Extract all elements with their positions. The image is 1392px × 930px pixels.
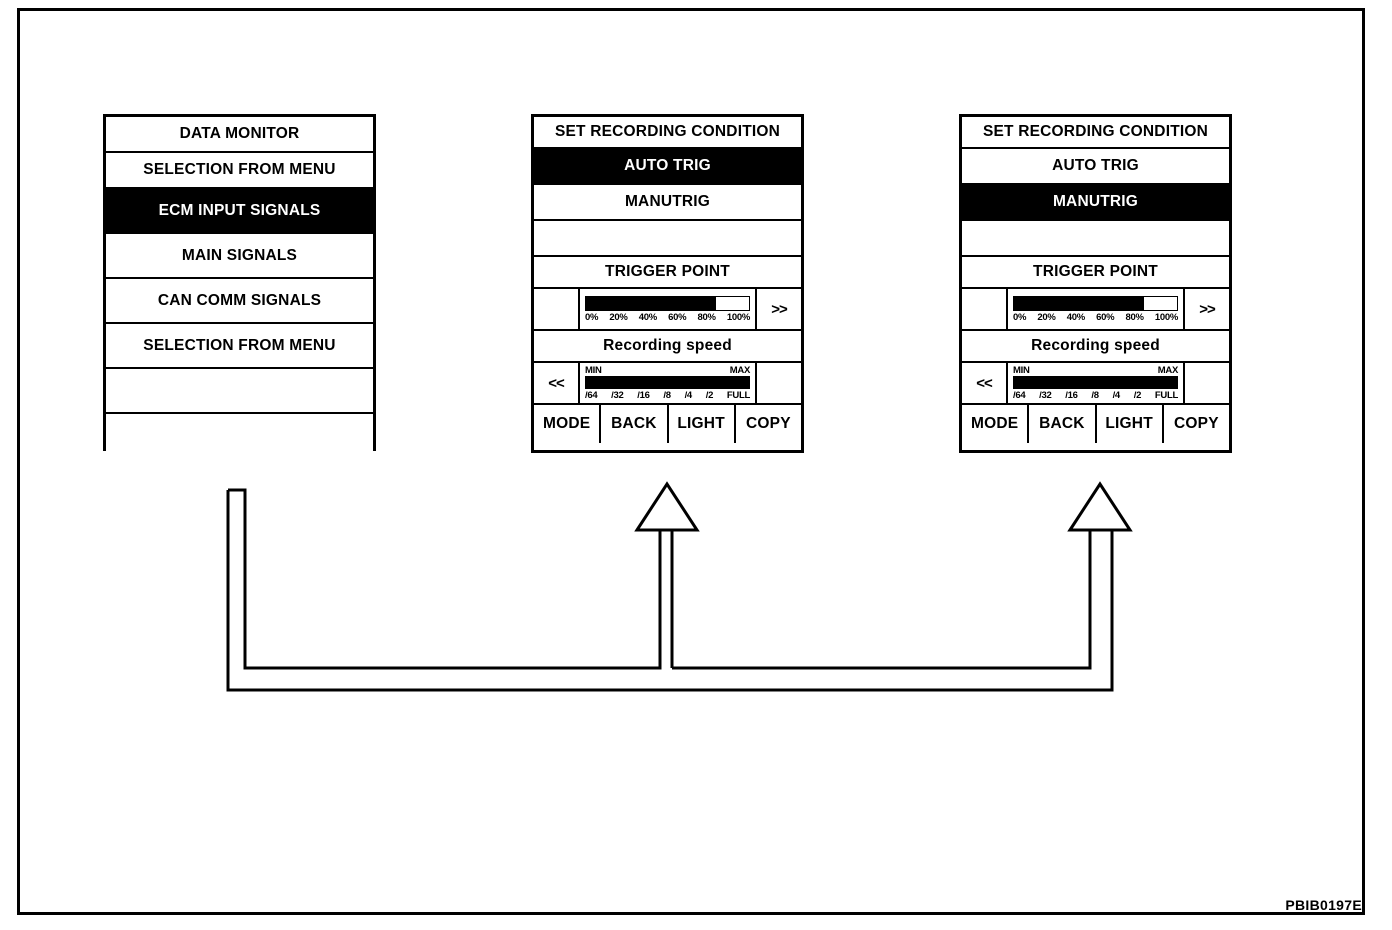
manual-panel-speed-min-label: MIN bbox=[1013, 364, 1030, 376]
scale-tick-4: 80% bbox=[1125, 311, 1144, 323]
auto-panel-speed-min-label: MIN bbox=[585, 364, 602, 376]
scale-tick-3: /8 bbox=[663, 390, 671, 401]
scale-tick-2: /16 bbox=[637, 390, 650, 401]
scale-tick-2: 40% bbox=[1066, 311, 1085, 323]
auto-panel-trigger-gauge[interactable] bbox=[585, 295, 750, 311]
scale-tick-1: 20% bbox=[1037, 311, 1056, 323]
auto-panel-speed-gauge-fill bbox=[585, 376, 750, 389]
footer-button-back[interactable]: BACK bbox=[601, 405, 669, 443]
auto-panel-trigger-gauge-fill bbox=[586, 296, 717, 310]
manual-panel-trigger-right-button[interactable]: >> bbox=[1183, 289, 1229, 329]
data-monitor-item-ecm-input-signals[interactable]: ECM INPUT SIGNALS bbox=[106, 189, 373, 234]
scale-tick-2: /16 bbox=[1065, 390, 1078, 401]
scale-tick-0: /64 bbox=[1013, 390, 1026, 401]
manual-panel-speed-gauge-area[interactable]: MIN MAX /64/32/16/8/4/2 FULL bbox=[1008, 363, 1183, 403]
manual-panel-trigger-scale: 0% 20% 40% 60% 80% 100% bbox=[1013, 313, 1178, 323]
scale-tick-5: /2 bbox=[705, 390, 714, 401]
scale-tick-4: /4 bbox=[1112, 390, 1121, 401]
auto-panel-speed-minmax: MIN MAX bbox=[585, 364, 751, 376]
scale-tick-3: /8 bbox=[1091, 390, 1099, 401]
manual-panel-speed-left-button[interactable]: << bbox=[962, 363, 1008, 403]
manual-panel-speed-gauge-fill bbox=[1013, 376, 1178, 389]
auto-panel-trigger-left-button[interactable] bbox=[534, 289, 580, 329]
auto-panel-speed-gauge-area[interactable]: MIN MAX /64/32/16/8/4/2 FULL bbox=[580, 363, 755, 403]
figure-border bbox=[17, 8, 1365, 915]
auto-panel-recording-speed-label: Recording speed bbox=[534, 331, 801, 363]
manual-panel-trigger-point-row: 0% 20% 40% 60% 80% 100% >> bbox=[962, 289, 1229, 331]
manual-panel-trigger-gauge[interactable] bbox=[1013, 295, 1178, 311]
manual-panel-trigger-point-label: TRIGGER POINT bbox=[962, 257, 1229, 289]
auto-panel-trigger-scale: 0% 20% 40% 60% 80% 100% bbox=[585, 313, 750, 323]
auto-panel-option-manutrig[interactable]: MANUTRIG bbox=[534, 185, 801, 221]
manual-panel-trigger-left-button[interactable] bbox=[962, 289, 1008, 329]
data-monitor-item-empty-1[interactable] bbox=[106, 369, 373, 414]
manual-panel-speed-minmax: MIN MAX bbox=[1013, 364, 1179, 376]
scale-tick-4: 80% bbox=[697, 311, 716, 323]
scale-tick-5: 100% bbox=[1154, 311, 1178, 323]
manual-panel-speed-right-button[interactable] bbox=[1183, 363, 1229, 403]
scale-tick-0: /64 bbox=[585, 390, 598, 401]
footer-button-mode[interactable]: MODE bbox=[962, 405, 1030, 443]
data-monitor-item-selection-from-menu-top[interactable]: SELECTION FROM MENU bbox=[106, 153, 373, 189]
footer-button-mode[interactable]: MODE bbox=[534, 405, 602, 443]
manual-panel-option-auto-trig[interactable]: AUTO TRIG bbox=[962, 149, 1229, 185]
manual-panel-speed-gauge[interactable] bbox=[1013, 376, 1178, 389]
manual-panel-title: SET RECORDING CONDITION bbox=[962, 117, 1229, 149]
scale-tick-6: FULL bbox=[726, 390, 750, 401]
scale-tick-1: /32 bbox=[1039, 390, 1052, 401]
scale-tick-6: FULL bbox=[1154, 390, 1178, 401]
auto-panel-speed-left-button[interactable]: << bbox=[534, 363, 580, 403]
data-monitor-item-empty-2[interactable] bbox=[106, 414, 373, 459]
auto-panel-trigger-point-label: TRIGGER POINT bbox=[534, 257, 801, 289]
auto-panel-speed-scale: /64/32/16/8/4/2 FULL bbox=[585, 391, 750, 401]
manual-panel-option-empty[interactable] bbox=[962, 221, 1229, 257]
auto-panel-recording-speed-row: << MIN MAX /64/32/16/8/4/2 FULL bbox=[534, 363, 801, 405]
manual-panel-trigger-gauge-fill bbox=[1014, 296, 1145, 310]
scale-tick-2: 40% bbox=[638, 311, 657, 323]
manual-panel-recording-speed-row: << MIN MAX /64/32/16/8/4/2 FULL bbox=[962, 363, 1229, 405]
manual-panel-option-manutrig[interactable]: MANUTRIG bbox=[962, 185, 1229, 221]
manual-panel-trigger-gauge-area[interactable]: 0% 20% 40% 60% 80% 100% bbox=[1008, 289, 1183, 329]
data-monitor-item-can-comm-signals[interactable]: CAN COMM SIGNALS bbox=[106, 279, 373, 324]
set-recording-condition-manual-panel: SET RECORDING CONDITION AUTO TRIG MANUTR… bbox=[959, 114, 1232, 453]
auto-panel-title: SET RECORDING CONDITION bbox=[534, 117, 801, 149]
auto-panel-speed-max-label: MAX bbox=[729, 364, 751, 376]
auto-panel-trigger-gauge-area[interactable]: 0% 20% 40% 60% 80% 100% bbox=[580, 289, 755, 329]
scale-tick-3: 60% bbox=[668, 311, 687, 323]
scale-tick-5: /2 bbox=[1133, 390, 1142, 401]
scale-tick-5: 100% bbox=[726, 311, 750, 323]
data-monitor-panel: DATA MONITOR SELECTION FROM MENU ECM INP… bbox=[103, 114, 376, 459]
scale-tick-0: 0% bbox=[585, 311, 599, 323]
auto-panel-option-auto-trig[interactable]: AUTO TRIG bbox=[534, 149, 801, 185]
data-monitor-item-main-signals[interactable]: MAIN SIGNALS bbox=[106, 234, 373, 279]
footer-button-light[interactable]: LIGHT bbox=[1097, 405, 1164, 443]
scale-tick-3: 60% bbox=[1096, 311, 1115, 323]
manual-panel-recording-speed-label: Recording speed bbox=[962, 331, 1229, 363]
footer-button-light[interactable]: LIGHT bbox=[669, 405, 736, 443]
scale-tick-0: 0% bbox=[1013, 311, 1027, 323]
manual-panel-speed-max-label: MAX bbox=[1157, 364, 1179, 376]
auto-panel-trigger-right-button[interactable]: >> bbox=[755, 289, 801, 329]
footer-button-back[interactable]: BACK bbox=[1029, 405, 1097, 443]
footer-button-copy[interactable]: COPY bbox=[746, 415, 791, 432]
auto-panel-trigger-point-row: 0% 20% 40% 60% 80% 100% >> bbox=[534, 289, 801, 331]
manual-panel-speed-scale: /64/32/16/8/4/2 FULL bbox=[1013, 391, 1178, 401]
data-monitor-title: DATA MONITOR bbox=[106, 117, 373, 153]
auto-panel-speed-gauge[interactable] bbox=[585, 376, 750, 389]
scale-tick-1: /32 bbox=[611, 390, 624, 401]
scale-tick-1: 20% bbox=[609, 311, 628, 323]
auto-panel-option-empty[interactable] bbox=[534, 221, 801, 257]
data-monitor-item-selection-from-menu-bottom[interactable]: SELECTION FROM MENU bbox=[106, 324, 373, 369]
scale-tick-4: /4 bbox=[684, 390, 693, 401]
auto-panel-speed-right-button[interactable] bbox=[755, 363, 801, 403]
figure-caption-code: PBIB0197E bbox=[1285, 897, 1362, 913]
footer-button-copy[interactable]: COPY bbox=[1174, 415, 1219, 432]
set-recording-condition-auto-panel: SET RECORDING CONDITION AUTO TRIG MANUTR… bbox=[531, 114, 804, 453]
